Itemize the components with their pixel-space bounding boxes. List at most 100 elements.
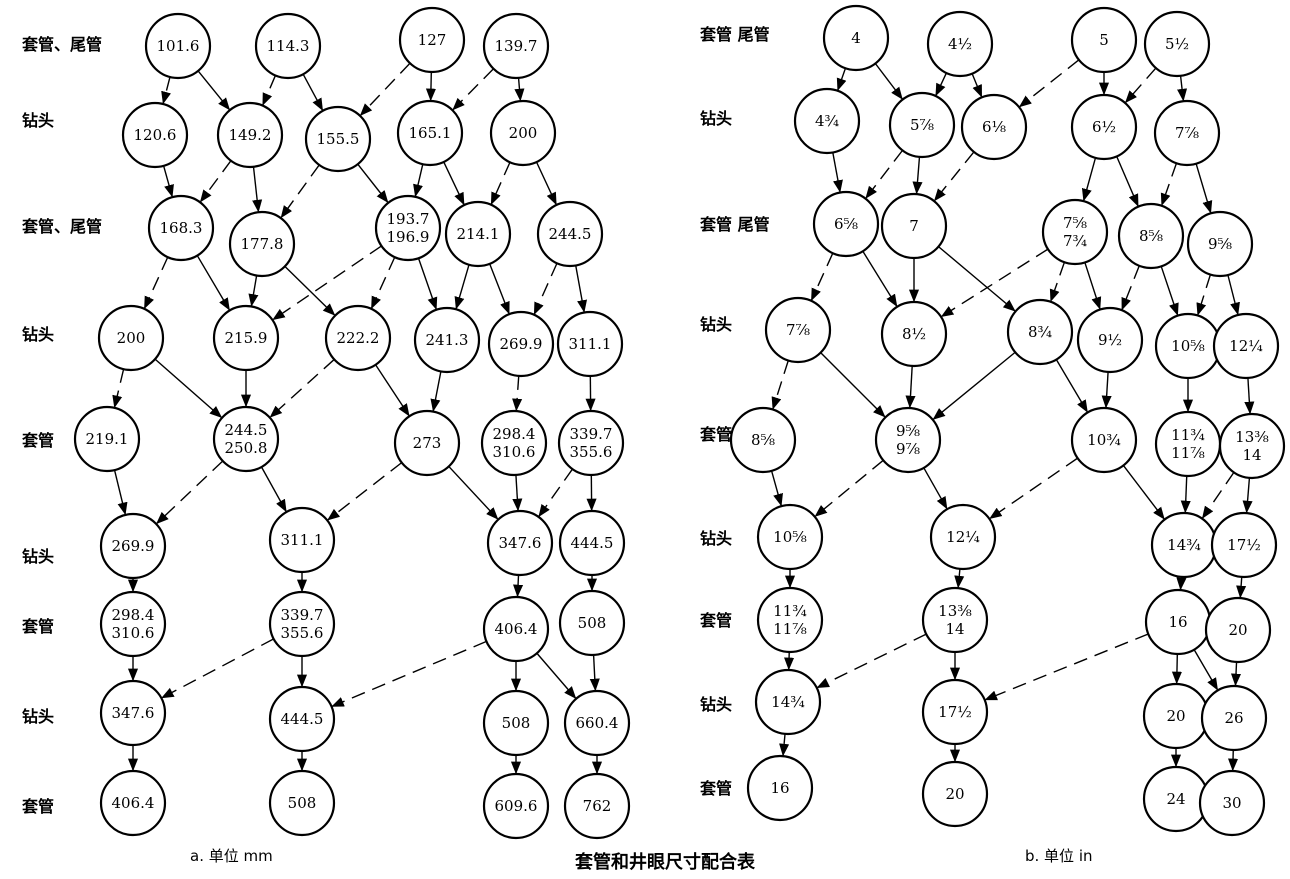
- dashed-arrow-edge: [1124, 67, 1157, 104]
- node-circle: [558, 589, 626, 657]
- node-label: 120.6: [134, 126, 177, 144]
- node-label: 155.5: [317, 130, 360, 148]
- node-circle: [304, 105, 372, 173]
- size-node: 127: [398, 6, 466, 74]
- dashed-arrow-edge: [865, 149, 904, 199]
- node-label: 8⅝: [751, 431, 776, 449]
- solid-arrow-edge: [1176, 576, 1187, 591]
- solid-arrow-edge: [954, 568, 965, 589]
- size-node: 444.5: [558, 509, 626, 577]
- node-circle: [558, 509, 626, 577]
- size-node: 7⅞: [1153, 99, 1221, 167]
- node-circle: [212, 304, 280, 372]
- dashed-arrow-edge: [269, 358, 335, 418]
- solid-arrow-edge: [162, 165, 174, 198]
- node-label: 10¾: [1087, 431, 1121, 449]
- solid-arrow-edge: [971, 73, 983, 98]
- row-label: 套管、尾管: [21, 35, 102, 54]
- size-node: 660.4: [563, 689, 631, 757]
- size-node: 4¾: [793, 87, 861, 155]
- solid-arrow-edge: [589, 654, 600, 692]
- node-label: 355.6: [281, 624, 324, 642]
- node-label: 7¾: [1063, 232, 1088, 250]
- node-circle: [398, 6, 466, 74]
- node-label: 10⅝: [1171, 337, 1205, 355]
- node-label: 8⅝: [1139, 227, 1164, 245]
- node-circle: [1070, 406, 1138, 474]
- node-label: 6⅝: [834, 215, 859, 233]
- size-node: 6⅝: [812, 190, 880, 258]
- size-node: 168.3: [147, 194, 215, 262]
- row-label: 套管 尾管: [699, 25, 770, 44]
- size-node: 8½: [880, 300, 948, 368]
- solid-arrow-edge: [252, 166, 263, 213]
- size-node: 273: [393, 409, 461, 477]
- size-node: 4: [822, 4, 890, 72]
- size-node: 9⅝9⅞: [874, 406, 942, 474]
- node-label: 310.6: [112, 624, 155, 642]
- size-node: 406.4: [482, 595, 550, 663]
- node-circle: [1186, 210, 1254, 278]
- solid-arrow-edge: [862, 250, 898, 308]
- row-label: 钻头: [700, 529, 732, 548]
- node-label: 8½: [902, 325, 926, 343]
- row-label: 钻头: [22, 547, 54, 566]
- solid-arrow-edge: [448, 465, 499, 520]
- node-label: 7⅞: [786, 321, 811, 339]
- node-circle: [144, 12, 212, 80]
- size-node: 241.3: [413, 306, 481, 374]
- node-circle: [482, 12, 550, 80]
- node-label: 13⅜: [938, 602, 972, 620]
- node-circle: [482, 689, 550, 757]
- solid-arrow-edge: [575, 265, 588, 313]
- node-label: 14: [1242, 446, 1261, 464]
- node-label: 762: [583, 797, 612, 815]
- dashed-arrow-edge: [359, 62, 411, 116]
- solid-arrow-edge: [1055, 359, 1088, 413]
- node-circle: [374, 194, 442, 262]
- node-circle: [1117, 202, 1185, 270]
- node-label: 12¼: [946, 528, 980, 546]
- size-node: 9½: [1076, 306, 1144, 374]
- dashed-arrow-edge: [771, 360, 789, 410]
- size-node: 4½: [926, 10, 994, 78]
- size-node: 508: [268, 769, 336, 837]
- solid-arrow-edge: [357, 163, 389, 204]
- node-label: 139.7: [495, 37, 538, 55]
- node-label: 4¾: [815, 112, 840, 130]
- size-node: 16: [1144, 588, 1212, 656]
- panel-a-row-labels: 套管、尾管 钻头 套管、尾管 钻头 套管 钻头 套管 钻头 套管: [21, 35, 102, 816]
- node-label: 406.4: [495, 620, 538, 638]
- node-label: 508: [578, 614, 607, 632]
- size-node: 762: [563, 772, 631, 840]
- node-circle: [99, 512, 167, 580]
- panel-b-caption: b. 单位 in: [1025, 847, 1093, 865]
- solid-arrow-edge: [154, 358, 223, 419]
- size-node: 165.1: [396, 99, 464, 167]
- node-label: 215.9: [225, 329, 268, 347]
- dashed-arrow-edge: [161, 638, 275, 699]
- size-node: 24: [1142, 765, 1210, 833]
- size-node: 508: [558, 589, 626, 657]
- node-label: 168.3: [160, 219, 203, 237]
- node-circle: [1070, 93, 1138, 161]
- dashed-arrow-edge: [1018, 59, 1080, 108]
- solid-arrow-edge: [1101, 371, 1112, 409]
- row-label: 钻头: [700, 109, 732, 128]
- node-label: 16: [770, 779, 789, 797]
- size-node: 149.2: [216, 101, 284, 169]
- node-label: 17½: [1227, 536, 1261, 554]
- solid-arrow-edge: [284, 265, 336, 316]
- solid-arrow-edge: [488, 263, 510, 315]
- dashed-arrow-edge: [984, 633, 1149, 701]
- node-circle: [880, 192, 948, 260]
- node-circle: [563, 689, 631, 757]
- node-circle: [1212, 312, 1280, 380]
- size-node: 10⅝: [756, 503, 824, 571]
- node-label: 273: [413, 434, 442, 452]
- size-node: 9⅝: [1186, 210, 1254, 278]
- dashed-arrow-edge: [144, 256, 169, 310]
- node-label: 244.5: [549, 225, 592, 243]
- node-circle: [557, 409, 625, 477]
